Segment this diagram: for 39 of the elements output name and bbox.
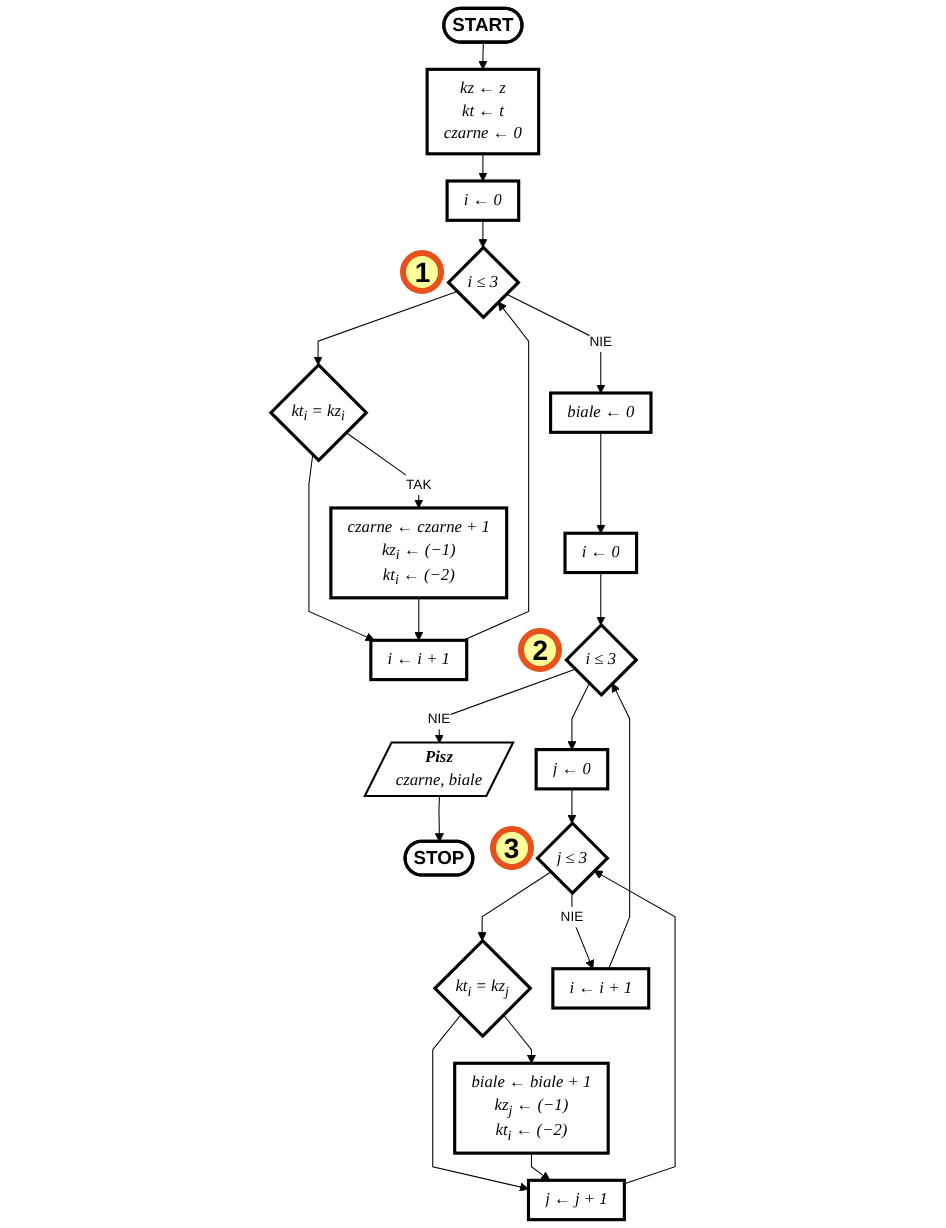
node-diamond: kt$_{i}$ = kz$_{j}$	[432, 938, 533, 1039]
node-box: i ← 0	[445, 179, 521, 222]
arrow	[593, 870, 676, 1185]
callout-number: 2	[518, 627, 563, 671]
arrow	[478, 219, 488, 248]
node-diamond: i ≤ 3	[564, 622, 639, 698]
arrow	[530, 1152, 551, 1181]
arrow	[505, 293, 606, 394]
arrow	[478, 153, 488, 182]
arrow	[567, 788, 577, 824]
arrow	[432, 1014, 529, 1192]
node-box: j ← j + 1	[526, 1178, 626, 1222]
arrow	[308, 454, 375, 642]
arrow	[434, 796, 444, 843]
arrow	[502, 1014, 537, 1064]
node-diamond: i ≤ 3	[446, 245, 521, 320]
node-box: biale ← biale + 1 kz$_{j}$ ← (−1) kt$_{i}$ ← (−2)	[453, 1061, 610, 1155]
node-box: j ← 0	[534, 748, 610, 791]
node-diamond: j ≤ 3	[535, 820, 610, 896]
arrow	[434, 668, 576, 744]
arrow	[596, 572, 606, 626]
arrow	[567, 682, 590, 750]
node-diamond: kt$_{i}$ = kz$_{i}$	[268, 362, 369, 463]
arrow	[478, 42, 488, 70]
node-box: i ← i + 1	[551, 967, 651, 1010]
arrow	[596, 431, 606, 534]
callout-number: 3	[489, 825, 534, 870]
arrow	[477, 871, 552, 942]
arrow	[414, 597, 424, 641]
node-box: kz ← z kt ← t czarne ← 0	[425, 67, 541, 156]
arrow	[462, 301, 530, 641]
node-box: i ← i + 1	[369, 638, 469, 682]
node-box: i ← 0	[563, 531, 639, 575]
arrow	[608, 682, 631, 970]
node-box: biale ← 0	[549, 391, 653, 434]
callout-number: 1	[400, 249, 445, 294]
node-box: czarne ← czarne + 1 kz$_{i}$ ← (−1) kt$_{i}$ ← (−2)	[329, 506, 509, 600]
arrow	[313, 291, 458, 366]
arrow	[345, 431, 424, 509]
